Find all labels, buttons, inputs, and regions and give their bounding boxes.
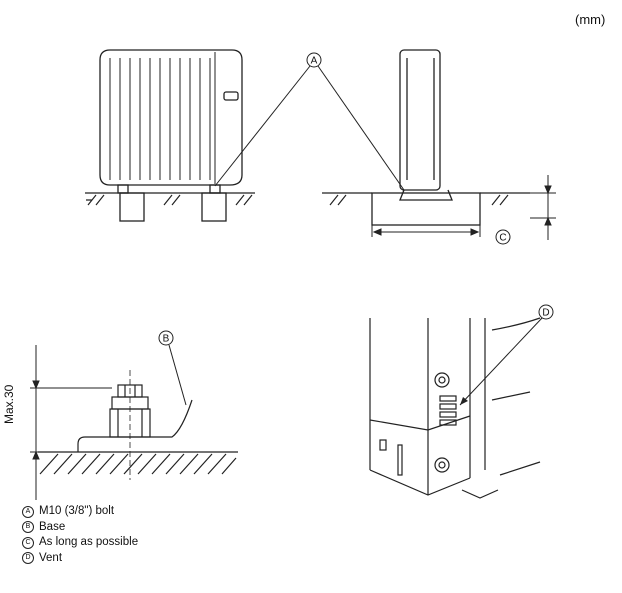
front-view-unit bbox=[99, 49, 243, 222]
dimension-length bbox=[371, 225, 481, 237]
legend-text: Vent bbox=[39, 551, 63, 564]
legend-text: M10 (3/8") bolt bbox=[39, 505, 115, 517]
legend-marker: D bbox=[22, 552, 34, 565]
unit-label: (mm) bbox=[575, 12, 606, 27]
callout-a-label: A bbox=[311, 56, 318, 67]
callout-a: A bbox=[214, 52, 405, 191]
legend-marker: B bbox=[22, 521, 34, 534]
callout-c-label: C bbox=[499, 233, 506, 244]
side-view-unit bbox=[371, 49, 481, 226]
callout-b: B bbox=[158, 330, 187, 406]
legend-marker: C bbox=[22, 536, 34, 549]
max-dimension-label: Max.30 bbox=[2, 384, 16, 424]
dimension-height bbox=[530, 175, 556, 240]
dimension-max bbox=[30, 345, 112, 500]
side-view-ground bbox=[322, 192, 530, 206]
legend-text: As long as possible bbox=[39, 536, 139, 548]
callout-d-label: D bbox=[542, 308, 549, 319]
front-view-ground bbox=[85, 192, 255, 206]
legend-item: A M10 (3/8") bolt bbox=[22, 504, 138, 520]
legend: A M10 (3/8") bolt B Base C As long as po… bbox=[22, 504, 138, 566]
bolt-detail bbox=[38, 370, 238, 480]
legend-item: C As long as possible bbox=[22, 535, 138, 551]
legend-item: B Base bbox=[22, 520, 138, 536]
callout-c: C bbox=[495, 229, 511, 245]
legend-marker: A bbox=[22, 505, 34, 518]
legend-item: D Vent bbox=[22, 551, 138, 567]
unit-corner-detail bbox=[369, 317, 541, 499]
callout-b-label: B bbox=[163, 334, 170, 345]
callout-d: D bbox=[459, 304, 554, 406]
legend-text: Base bbox=[39, 520, 66, 533]
